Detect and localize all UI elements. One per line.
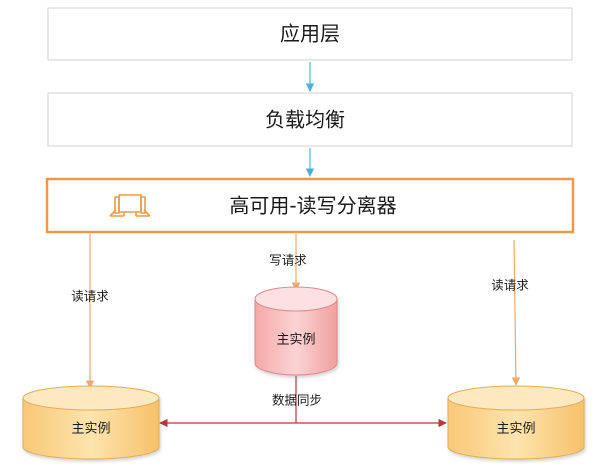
replica-right-db — [447, 385, 585, 460]
scroll-banner-icon — [109, 194, 151, 217]
app-layer-label: 应用层 — [280, 22, 340, 46]
replica-left-label: 主实例 — [71, 422, 110, 437]
arrow-read-right — [511, 239, 521, 386]
write-label: 写请求 — [269, 253, 307, 268]
sync-label: 数据同步 — [272, 393, 322, 408]
lb-layer-box: 负载均衡 — [47, 92, 573, 147]
read-right-label: 读请求 — [491, 278, 529, 293]
read-left-label: 读请求 — [71, 289, 109, 304]
ha-layer-box: 高可用-读写分离器 — [45, 177, 575, 234]
master-db — [254, 286, 338, 376]
ha-layer-label: 高可用-读写分离器 — [229, 194, 396, 218]
app-layer-box: 应用层 — [47, 7, 573, 61]
lb-layer-label: 负载均衡 — [265, 108, 345, 132]
master-db-label: 主实例 — [276, 333, 315, 348]
replica-right-label: 主实例 — [496, 422, 535, 437]
replica-left-db — [22, 385, 160, 460]
